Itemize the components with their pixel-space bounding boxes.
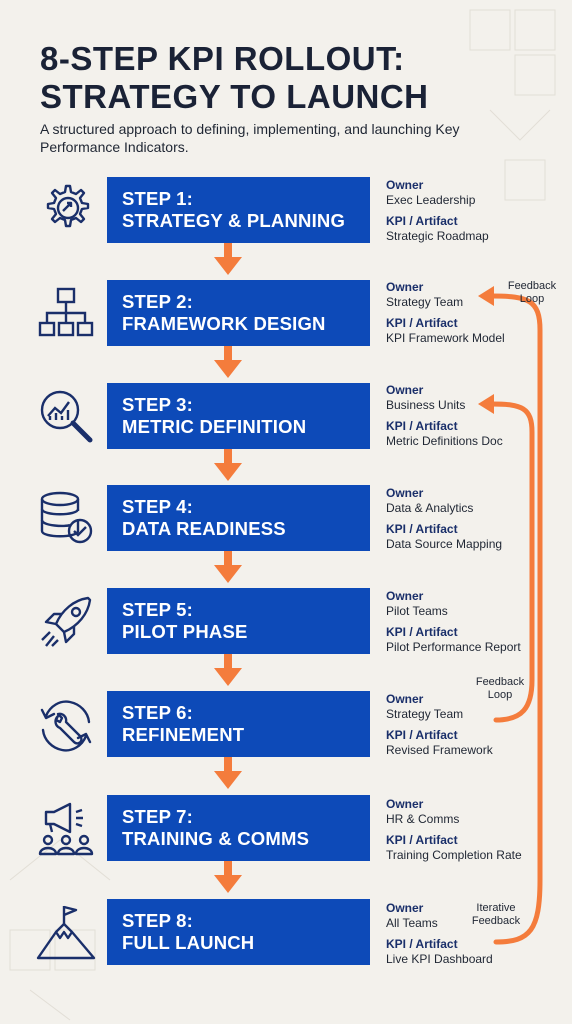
owner-label: Owner <box>386 486 424 500</box>
step-6-box: STEP 6: REFINEMENT <box>107 691 370 757</box>
owner-label: Owner <box>386 797 424 811</box>
step-3-box: STEP 3: METRIC DEFINITION <box>107 383 370 449</box>
step-7-number: STEP 7: <box>122 806 193 827</box>
megaphone-people-icon <box>38 802 94 856</box>
step-8-title: FULL LAUNCH <box>122 932 255 953</box>
down-arrow-4 <box>214 551 242 583</box>
kpi-label: KPI / Artifact <box>386 522 458 536</box>
kpi-label: KPI / Artifact <box>386 419 458 433</box>
step-8-number: STEP 8: <box>122 910 193 931</box>
step-4-kpi: Data Source Mapping <box>386 537 503 551</box>
step-4-owner: Data & Analytics <box>386 501 474 515</box>
down-arrow-1 <box>214 243 242 275</box>
title-line-2: STRATEGY TO LAUNCH <box>40 78 429 115</box>
iterative-feedback-label: Iterative Feedback <box>464 902 528 928</box>
owner-label: Owner <box>386 383 424 397</box>
owner-label: Owner <box>386 589 424 603</box>
step-2-title: FRAMEWORK DESIGN <box>122 313 326 334</box>
database-check-icon <box>40 491 93 544</box>
step-5-title: PILOT PHASE <box>122 621 248 642</box>
step-6-info: Owner Strategy Team KPI / Artifact Revis… <box>386 692 556 758</box>
step-5-number: STEP 5: <box>122 599 193 620</box>
title-line-1: 8-STEP KPI ROLLOUT: <box>40 40 405 77</box>
step-4-number: STEP 4: <box>122 496 193 517</box>
step-3-number: STEP 3: <box>122 394 193 415</box>
owner-label: Owner <box>386 901 424 915</box>
kpi-label: KPI / Artifact <box>386 625 458 639</box>
magnifier-chart-icon <box>40 390 93 443</box>
step-8-info: Owner All Teams KPI / Artifact Live KPI … <box>386 901 556 967</box>
down-arrow-3 <box>214 449 242 481</box>
step-5-box: STEP 5: PILOT PHASE <box>107 588 370 654</box>
page-title: 8-STEP KPI ROLLOUT: STRATEGY TO LAUNCH <box>40 40 540 116</box>
step-7-kpi: Training Completion Rate <box>386 848 522 862</box>
step-6-title: REFINEMENT <box>122 724 245 745</box>
feedback-loop-label-mid: Feedback Loop <box>468 676 532 702</box>
step-1-number: STEP 1: <box>122 188 193 209</box>
page-subtitle: A structured approach to defining, imple… <box>40 121 460 155</box>
step-3-info: Owner Business Units KPI / Artifact Metr… <box>386 383 556 449</box>
step-7-title: TRAINING & COMMS <box>122 828 310 849</box>
hierarchy-icon <box>38 287 94 337</box>
down-arrow-6 <box>214 757 242 789</box>
kpi-label: KPI / Artifact <box>386 316 458 330</box>
step-2-box: STEP 2: FRAMEWORK DESIGN <box>107 280 370 346</box>
step-5-owner: Pilot Teams <box>386 604 448 618</box>
down-arrow-5 <box>214 654 242 686</box>
step-3-owner: Business Units <box>386 398 466 412</box>
step-5-kpi: Pilot Performance Report <box>386 640 521 654</box>
step-2-info: Owner Strategy Team KPI / Artifact KPI F… <box>386 280 556 346</box>
step-5-info: Owner Pilot Teams KPI / Artifact Pilot P… <box>386 589 556 655</box>
step-3-title: METRIC DEFINITION <box>122 416 307 437</box>
kpi-label: KPI / Artifact <box>386 214 458 228</box>
feedback-loop-label-top: Feedback Loop <box>500 280 564 306</box>
owner-label: Owner <box>386 692 424 706</box>
step-7-box: STEP 7: TRAINING & COMMS <box>107 795 370 861</box>
rocket-icon <box>41 596 92 647</box>
feedback-mid-line1: Feedback <box>475 676 525 688</box>
owner-label: Owner <box>386 178 424 192</box>
feedback-bottom-line1: Iterative <box>476 902 516 914</box>
strategy-gear-icon <box>46 184 90 228</box>
step-4-title: DATA READINESS <box>122 518 286 539</box>
down-arrow-7 <box>214 861 242 893</box>
step-8-kpi: Live KPI Dashboard <box>386 952 493 966</box>
kpi-label: KPI / Artifact <box>386 728 458 742</box>
step-1-kpi: Strategic Roadmap <box>386 229 489 243</box>
step-8-owner: All Teams <box>386 916 438 930</box>
step-1-info: Owner Exec Leadership KPI / Artifact Str… <box>386 178 556 244</box>
step-1-box: STEP 1: STRATEGY & PLANNING <box>107 177 370 243</box>
step-4-info: Owner Data & Analytics KPI / Artifact Da… <box>386 486 556 552</box>
step-7-info: Owner HR & Comms KPI / Artifact Training… <box>386 797 556 863</box>
step-2-number: STEP 2: <box>122 291 193 312</box>
step-6-kpi: Revised Framework <box>386 743 493 757</box>
feedback-bottom-line2: Feedback <box>471 915 521 927</box>
mountain-flag-icon <box>36 905 96 960</box>
feedback-mid-line2: Loop <box>487 689 513 701</box>
kpi-label: KPI / Artifact <box>386 833 458 847</box>
step-2-owner: Strategy Team <box>386 295 464 309</box>
step-1-title: STRATEGY & PLANNING <box>122 210 346 231</box>
feedback-top-line1: Feedback <box>507 280 557 292</box>
step-3-kpi: Metric Definitions Doc <box>386 434 503 448</box>
step-7-owner: HR & Comms <box>386 812 460 826</box>
step-6-number: STEP 6: <box>122 702 193 723</box>
step-6-owner: Strategy Team <box>386 707 464 721</box>
down-arrow-2 <box>214 346 242 378</box>
owner-label: Owner <box>386 280 424 294</box>
step-2-kpi: KPI Framework Model <box>386 331 505 345</box>
feedback-top-line2: Loop <box>519 293 545 305</box>
step-8-box: STEP 8: FULL LAUNCH <box>107 899 370 965</box>
kpi-label: KPI / Artifact <box>386 937 458 951</box>
step-4-box: STEP 4: DATA READINESS <box>107 485 370 551</box>
wrench-refresh-icon <box>40 700 92 752</box>
step-1-owner: Exec Leadership <box>386 193 476 207</box>
